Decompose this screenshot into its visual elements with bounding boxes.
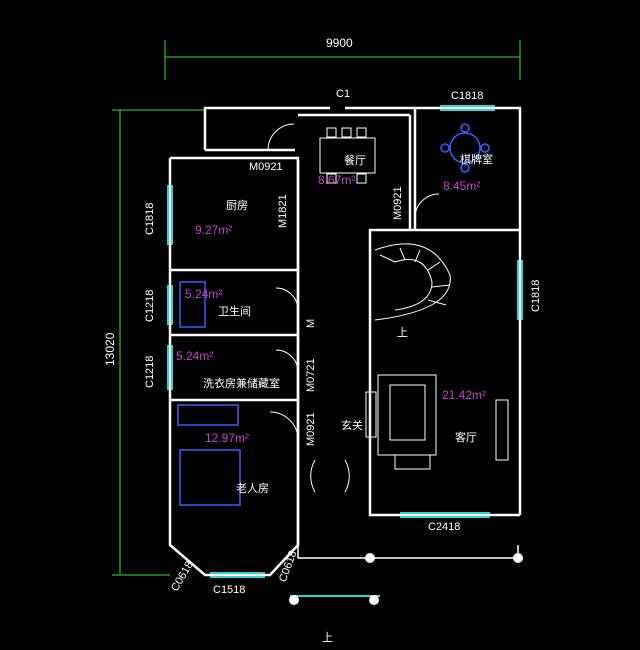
room-area-elderly: 12.97m² [205, 431, 250, 445]
door-label-kitchen-top: M0921 [249, 161, 283, 173]
windows [167, 105, 523, 597]
door-label-mahjong: M0921 [392, 186, 404, 220]
room-name-mahjong: 棋牌室 [460, 153, 493, 166]
window-label-top-right: C1818 [451, 90, 484, 102]
terrace-posts [289, 553, 523, 605]
room-area-laundry: 5.24m² [176, 349, 214, 363]
sofa-set [365, 374, 509, 470]
window-label-living-bottom: C2418 [428, 521, 461, 533]
window-label-bathroom: C1218 [144, 289, 156, 322]
room-area-dining: 8.67m² [318, 173, 356, 187]
room-name-living: 客厅 [455, 431, 477, 444]
terrace-outline [297, 545, 519, 559]
room-area-mahjong: 8.45m² [443, 179, 481, 193]
window-label-kitchen: C1818 [144, 202, 156, 235]
room-name-elderly: 老人房 [236, 482, 269, 495]
door-label-bathroom: M [305, 318, 317, 328]
width-dimension-label: 9900 [326, 36, 353, 50]
room-area-bathroom: 5.24m² [185, 287, 223, 301]
window-label-bedroom-bottom: C1518 [213, 584, 246, 596]
window-label-laundry: C1218 [144, 355, 156, 388]
window-label-top-left: C1 [336, 88, 351, 100]
room-name-foyer: 玄关 [341, 419, 363, 432]
entry-up-label: 上 [322, 631, 333, 644]
room-name-dining: 餐厅 [344, 154, 366, 167]
dining-set [319, 127, 376, 184]
staircase [374, 243, 451, 321]
stair-up-label: 上 [397, 326, 408, 339]
room-area-kitchen: 9.27m² [195, 223, 233, 237]
walls [168, 106, 522, 577]
room-area-living: 21.42m² [442, 388, 487, 402]
room-name-laundry: 洗衣房兼储藏室 [203, 377, 280, 390]
door-label-kitchen-side: M1821 [277, 194, 289, 228]
furniture [177, 123, 490, 506]
height-dimension-label: 13020 [103, 332, 117, 366]
door-label-bedroom: M0921 [305, 412, 317, 446]
room-name-bathroom: 卫生间 [218, 305, 251, 318]
window-label-living-side: C1818 [530, 279, 542, 312]
room-name-kitchen: 厨房 [226, 199, 248, 212]
dimension-lines [112, 40, 521, 576]
door-label-laundry: M0721 [305, 358, 317, 392]
door-arcs [267, 123, 440, 493]
